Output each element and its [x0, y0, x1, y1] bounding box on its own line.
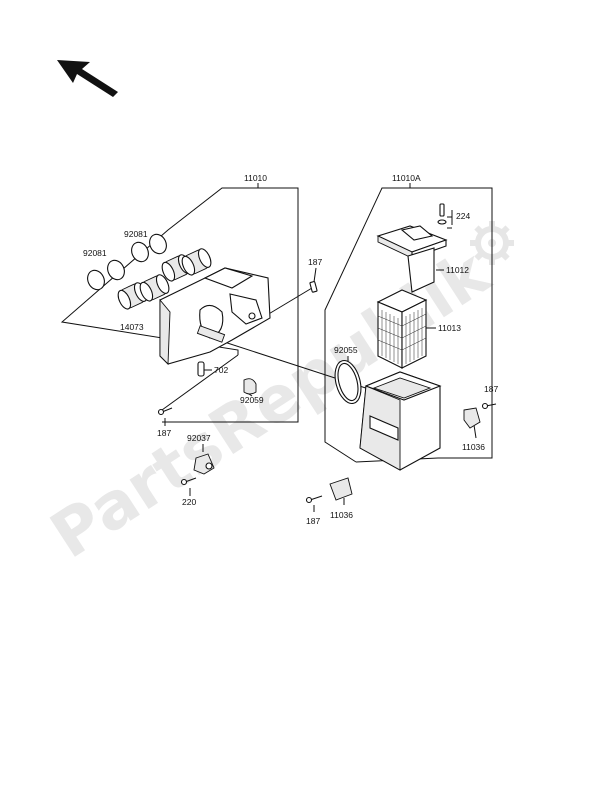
callout-labels: 11010 11010A 92081 92081 14073 187 702 9…	[83, 173, 498, 526]
bolt-bottom	[305, 495, 323, 504]
carburetor-holders	[117, 248, 212, 310]
plenum-housing	[159, 267, 271, 366]
o-ring-lower-pair	[87, 259, 125, 291]
o-ring-upper-pair	[131, 233, 167, 263]
bolt-left	[157, 407, 173, 416]
callout-holder: 14073	[120, 322, 144, 332]
callout-ring-upper: 92081	[124, 229, 148, 239]
callout-cap: 11012	[446, 265, 469, 275]
air-cleaner-cap	[376, 225, 448, 293]
callout-plug: 702	[214, 365, 228, 375]
seal-ring	[334, 359, 362, 405]
drain-plug	[197, 361, 205, 377]
stay-right	[463, 407, 481, 429]
bolt-top	[309, 281, 318, 293]
callout-bolt-right: 187	[484, 384, 498, 394]
front-arrow-icon	[57, 60, 118, 97]
callout-element: 11013	[438, 323, 461, 333]
callout-screw-top: 224	[456, 211, 470, 221]
bolt-right	[481, 402, 497, 410]
callout-assy-right: 11010A	[392, 173, 421, 183]
screw-top	[437, 203, 447, 225]
callout-stay-right: 11036	[462, 442, 485, 452]
callout-bracket: 92037	[187, 433, 211, 443]
hose-clamp	[243, 378, 257, 395]
callout-clamp-small: 92059	[240, 395, 264, 405]
stay-bottom	[329, 477, 353, 501]
air-box-housing	[359, 371, 442, 471]
air-filter-element	[376, 289, 428, 369]
callout-stay-bottom: 11036	[330, 510, 353, 520]
callout-bolt-bottom: 187	[306, 516, 320, 526]
callout-bolt-top: 187	[308, 257, 322, 267]
callout-seal: 92055	[334, 345, 358, 355]
screw	[180, 477, 197, 486]
callout-ring-lower: 92081	[83, 248, 107, 258]
callout-bolt-left: 187	[157, 428, 171, 438]
callout-screw: 220	[182, 497, 196, 507]
callout-assy-left: 11010	[244, 173, 267, 183]
mount-bracket	[193, 453, 215, 475]
